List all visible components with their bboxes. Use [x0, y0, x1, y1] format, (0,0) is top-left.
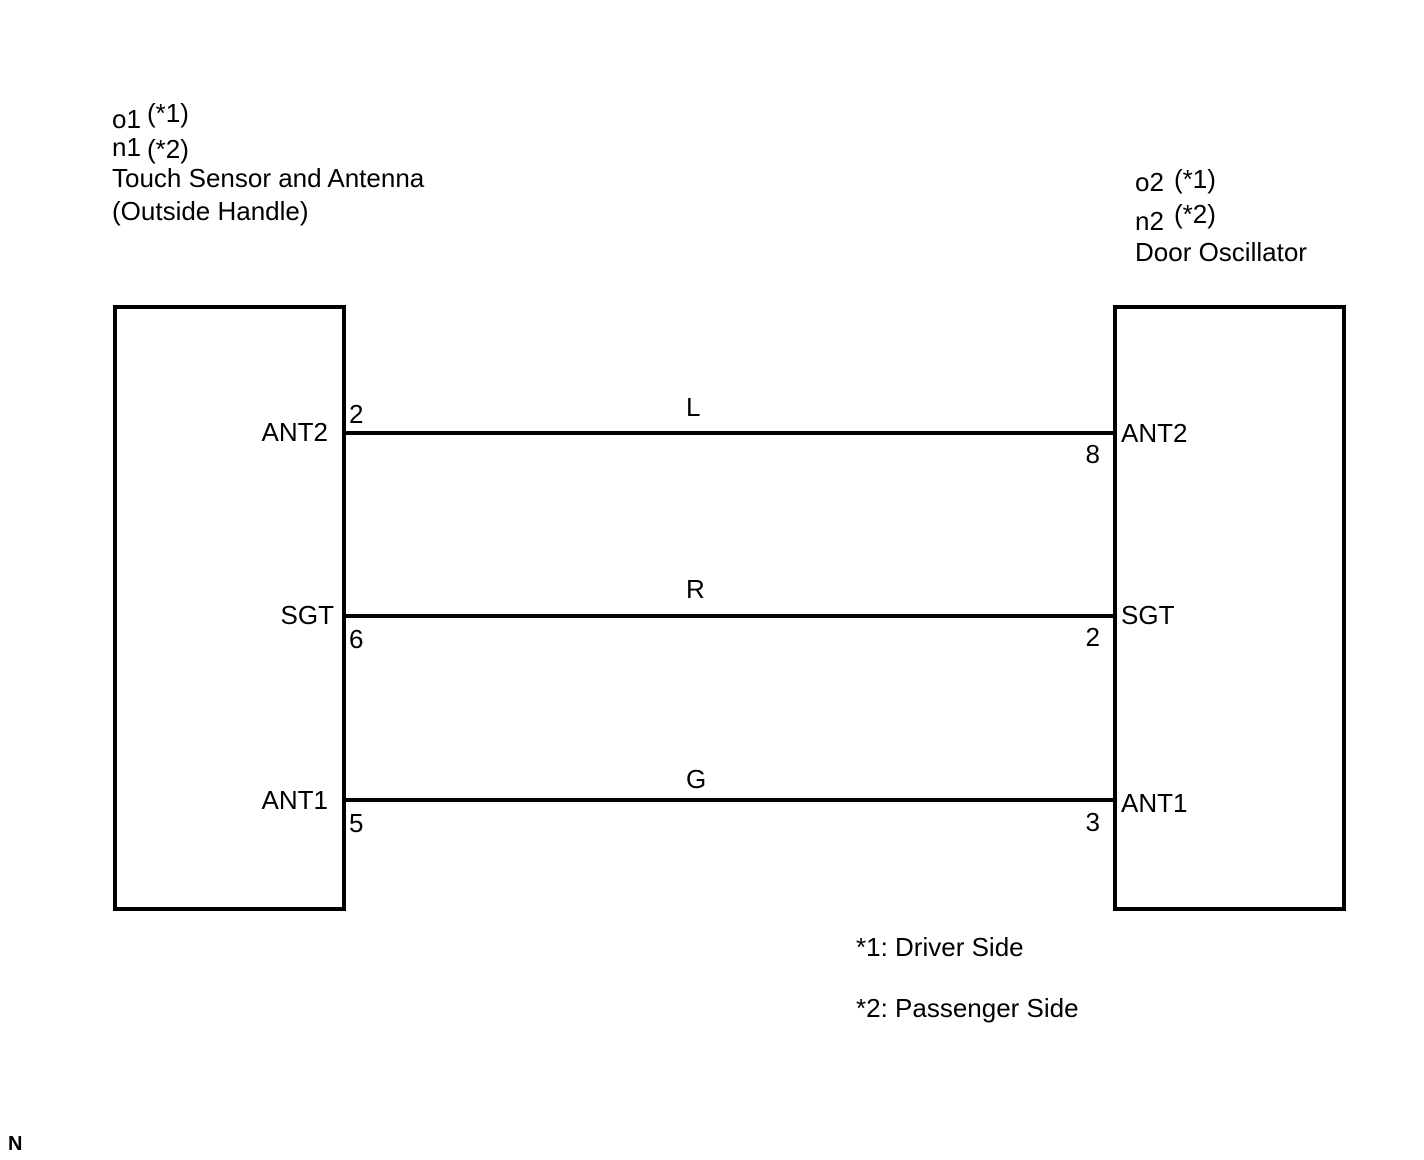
- left-pin-signal: ANT2: [261, 417, 328, 447]
- right-code-o2-note: (*1): [1174, 164, 1216, 194]
- left-component-box: [113, 305, 346, 911]
- note-passenger-side: *2: Passenger Side: [856, 993, 1079, 1023]
- right-pin-number: 8: [1085, 439, 1100, 469]
- wire-ant2: [344, 431, 1115, 435]
- left-pin-number: 5: [349, 808, 364, 838]
- wire-ant1: [344, 798, 1115, 802]
- left-pin-signal: SGT: [280, 600, 334, 630]
- right-code-n2: n2: [1135, 206, 1164, 236]
- right-pin-signal: ANT2: [1121, 418, 1188, 448]
- left-code-o1-note: (*1): [147, 98, 189, 128]
- right-pin-number: 2: [1085, 622, 1100, 652]
- left-component-name: Touch Sensor and Antenna: [112, 163, 425, 193]
- left-component-subname: (Outside Handle): [112, 196, 309, 226]
- left-pin-number: 6: [349, 624, 364, 654]
- left-pin-number: 2: [349, 399, 364, 429]
- right-component-box: [1113, 305, 1346, 911]
- wire-color-label: L: [686, 392, 701, 422]
- left-pin-signal: ANT1: [261, 785, 328, 815]
- right-component-name: Door Oscillator: [1135, 237, 1307, 267]
- corner-mark: N: [8, 1133, 23, 1155]
- right-code-n2-note: (*2): [1174, 199, 1216, 229]
- left-code-n1: n1: [112, 132, 141, 162]
- left-code-n1-note: (*2): [147, 134, 189, 164]
- left-code-o1: o1: [112, 104, 141, 134]
- right-pin-signal: SGT: [1121, 600, 1175, 630]
- wire-sgt: [344, 614, 1115, 618]
- right-pin-signal: ANT1: [1121, 788, 1188, 818]
- wire-color-label: R: [686, 574, 705, 604]
- right-pin-number: 3: [1085, 807, 1100, 837]
- wire-color-label: G: [686, 764, 707, 794]
- note-driver-side: *1: Driver Side: [856, 932, 1024, 962]
- right-code-o2: o2: [1135, 167, 1164, 197]
